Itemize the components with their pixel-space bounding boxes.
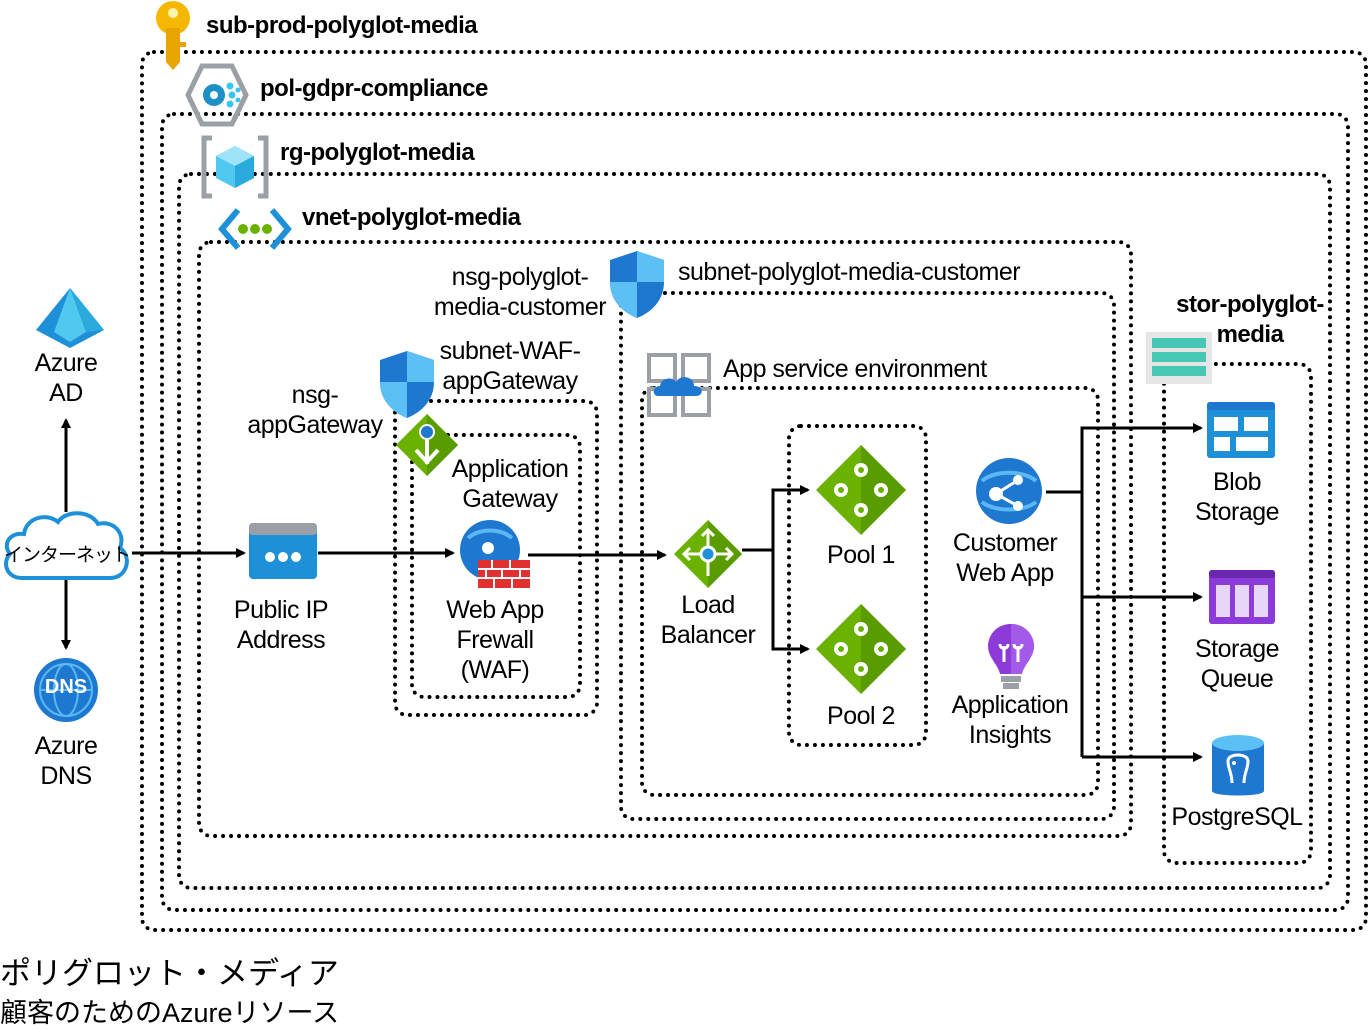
storage-container [1162,362,1313,865]
pool2-label: Pool 2 [827,702,895,730]
storage-queue-label-line1: Storage [1194,635,1280,663]
nsg-customer-label-line2: media-customer [433,293,607,321]
pool1-label: Pool 1 [827,541,895,569]
vnet-container [197,240,1133,838]
customer-web-app-label-line1: Customer [952,529,1058,557]
azure-dns-label: Azure DNS [16,731,116,791]
internet-label: インターネット [3,545,131,566]
load-balancer-icon [672,518,744,590]
azure-ad-label-line1: Azure [34,349,98,377]
ase-label: App service environment [723,355,987,383]
waf-label-line1: Web App [446,596,544,624]
subscription-label: sub-prod-polyglot-media [206,12,478,39]
azure-dns-icon: DNS [32,656,100,724]
waf-label-line2: Frewall [456,626,534,654]
storage-queue-icon [1208,569,1276,625]
blob-storage-label: Blob Storage [1172,467,1302,527]
policy-label: pol-gdpr-compliance [260,75,488,102]
vnet-icon [218,206,292,252]
arrow-lb-to-pool2 [771,550,810,654]
key-icon [148,0,198,72]
load-balancer-label-line2: Balancer [660,621,756,649]
postgresql-label: PostgreSQL [1171,803,1303,831]
subnet-waf-label-line1: subnet-WAF- [439,337,581,365]
azure-dns-label-line2: DNS [40,762,92,790]
customer-web-app-label: Customer Web App [935,528,1075,588]
dns-badge-text: DNS [44,676,88,698]
application-gateway-icon [394,412,460,478]
nsg-customer-label-line1: nsg-polyglot- [451,263,589,291]
pool2-icon [814,602,908,696]
vnet-label: vnet-polyglot-media [302,204,521,231]
waf-icon [458,518,532,590]
waf-label-line3: (WAF) [460,656,530,684]
subscription-container [140,50,1368,932]
app-gateway-label-line2: Gateway [462,485,558,513]
blob-storage-label-line2: Storage [1194,498,1280,526]
ase-container [640,386,1100,797]
pool1-icon [814,443,908,537]
storage-label-line2: media [1216,321,1284,348]
nsg-customer-shield-icon [606,248,668,320]
blob-storage-icon [1206,401,1276,459]
storage-queue-label-line2: Queue [1200,665,1274,693]
resource-group-container [177,172,1332,890]
pools-container [787,424,928,747]
nsg-appgateway-label: nsg- appGateway [240,380,390,440]
storage-label: stor-polyglot- media [1170,290,1330,350]
storage-queue-label: Storage Queue [1172,634,1302,694]
app-gateway-label-line1: Application [451,455,569,483]
waf-label: Web App Frewall (WAF) [420,595,570,685]
customer-web-app-label-line2: Web App [956,559,1054,587]
app-gateway-label: Application Gateway [430,454,590,514]
postgresql-icon [1210,733,1266,801]
application-insights-label: Application Insights [935,690,1085,750]
subnet-waf-label-line2: appGateway [442,367,578,395]
azure-ad-label-line2: AD [49,379,83,407]
application-insights-label-line2: Insights [968,721,1052,749]
blob-storage-label-line1: Blob [1212,468,1262,496]
storage-account-icon [1144,330,1214,386]
azure-dns-label-line1: Azure [34,732,98,760]
resource-group-label: rg-polyglot-media [280,139,475,166]
load-balancer-label-line1: Load [681,591,735,619]
subnet-waf-container [393,399,599,717]
diagram-subtitle: 顧客のためのAzureリソース [0,998,340,1028]
application-insights-icon [986,622,1036,692]
public-ip-label: Public IP Address [206,595,356,655]
public-ip-label-line1: Public IP [233,596,329,624]
internet-cloud-icon: インターネット [0,506,134,582]
nsg-appgateway-label-line2: appGateway [247,411,383,439]
app-service-environment-icon [646,352,712,418]
load-balancer-label: Load Balancer [638,590,778,650]
app-gateway-container [410,433,582,699]
policy-icon [184,62,250,128]
public-ip-icon [248,522,318,580]
diagram-title: ポリグロット・メディア [0,956,339,991]
subnet-customer-label: subnet-polyglot-media-customer [678,258,1021,286]
azure-ad-label: Azure AD [16,348,116,408]
resource-group-icon [200,134,270,200]
public-ip-label-line2: Address [236,626,326,654]
storage-label-line1: stor-polyglot- [1176,291,1324,318]
nsg-appgateway-shield-icon [376,348,438,420]
nsg-appgateway-label-line1: nsg- [291,381,339,409]
nsg-customer-label: nsg-polyglot- media-customer [420,262,620,322]
subnet-waf-label: subnet-WAF- appGateway [430,336,590,396]
arrow-lb-to-pool1 [742,485,810,552]
azure-ad-icon [34,286,106,350]
application-insights-label-line1: Application [951,691,1069,719]
policy-container [160,112,1350,912]
customer-web-app-icon [974,456,1044,526]
